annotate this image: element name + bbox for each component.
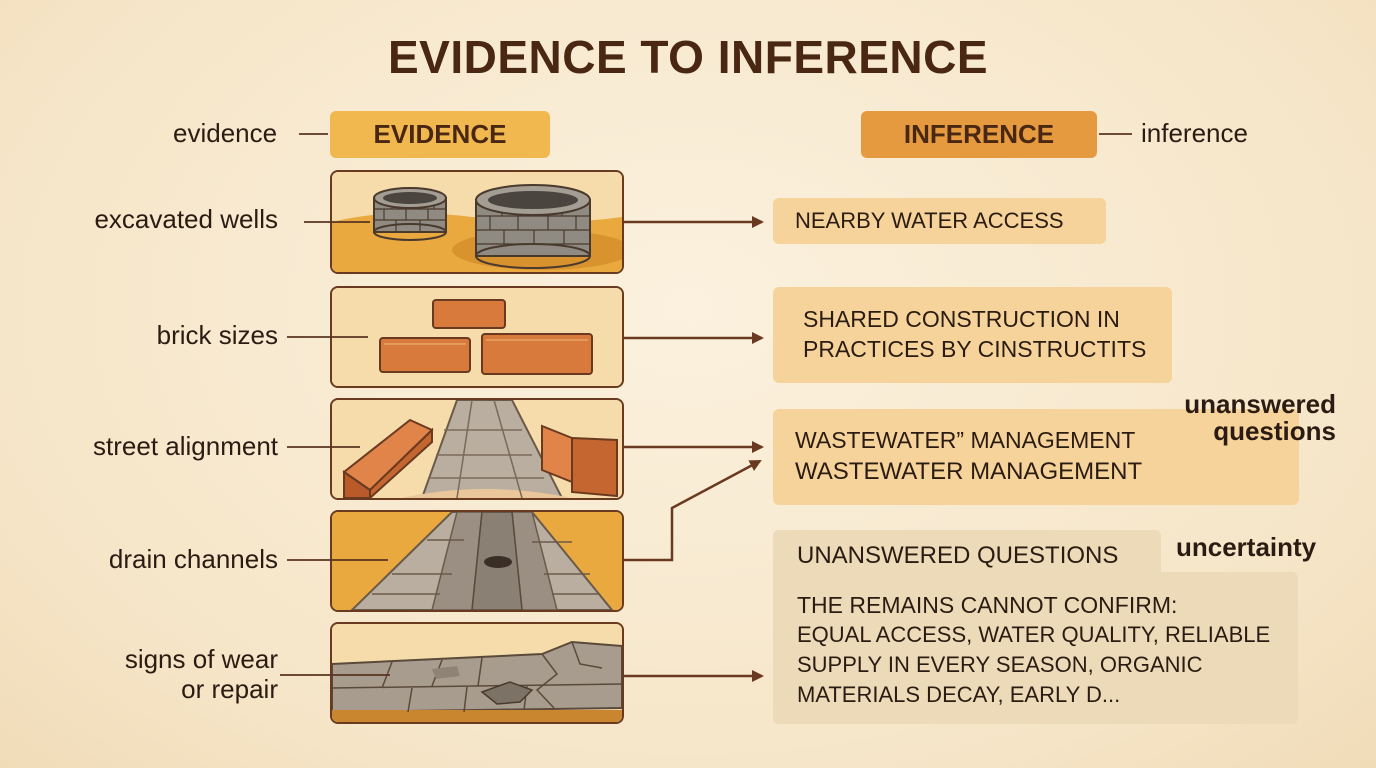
unanswered-questions-title: UNANSWERED QUESTIONS (797, 542, 1119, 569)
annotation-unanswered-questions: unanswered questions (1160, 391, 1336, 445)
arrow-drain (624, 459, 762, 562)
annotation-uncertainty: uncertainty (1176, 532, 1317, 562)
uq-line4: MATERIALS DECAY, EARLY D... (797, 682, 1121, 707)
inference-water-access: NEARBY WATER ACCESS (773, 198, 1106, 244)
evidence-side-label: evidence (173, 118, 278, 148)
inference-shared-construction: SHARED CONSTRUCTION IN PRACTICES BY CINS… (773, 287, 1172, 383)
unanswered-questions-box (773, 572, 1298, 724)
label-street-alignment: street alignment (93, 431, 278, 461)
label-signs-of-wear: signs of wear or repair (125, 644, 278, 704)
inference-wastewater-management: WASTEWATER” MANAGEMENT WASTEWATER MANAGE… (773, 409, 1299, 505)
panel-bricks-illustration (330, 286, 624, 388)
inference-side-label: inference (1141, 118, 1248, 148)
uq-line2: EQUAL ACCESS, WATER QUALITY, RELIABLE (797, 622, 1271, 647)
inference-water-text: NEARBY WATER ACCESS (795, 207, 1064, 233)
panel-wells-illustration (330, 170, 624, 274)
inference-construction-line2: PRACTICES BY CINSTRUCTITS (803, 336, 1147, 362)
label-drain-channels: drain channels (108, 544, 278, 574)
label-signs-of-wear-line1: signs of wear (124, 644, 278, 674)
unanswered-questions-text: THE REMAINS CANNOT CONFIRM: EQUAL ACCESS… (797, 590, 1297, 710)
label-signs-of-wear-line2: or repair (181, 674, 278, 704)
annotation-unanswered-line1: unanswered (1184, 389, 1336, 419)
page-title: EVIDENCE TO INFERENCE (387, 31, 989, 83)
evidence-header: EVIDENCE (330, 111, 550, 158)
annotation-unanswered-line2: questions (1213, 416, 1336, 446)
panel-street-illustration (330, 398, 624, 500)
label-brick-sizes: brick sizes (156, 320, 278, 350)
inference-construction-line1: SHARED CONSTRUCTION IN (803, 306, 1120, 333)
uq-line3: SUPPLY IN EVERY SEASON, ORGANIC (797, 652, 1203, 677)
panel-drain-illustration (330, 510, 624, 612)
inference-header: INFERENCE (861, 111, 1097, 158)
uq-line1: THE REMAINS CANNOT CONFIRM: (797, 592, 1178, 618)
label-excavated-wells: excavated wells (94, 204, 278, 234)
inference-wastewater-line2: WASTEWATER MANAGEMENT (795, 458, 1143, 486)
panel-wear-illustration (330, 622, 624, 724)
inference-wastewater-line1: WASTEWATER” MANAGEMENT (795, 427, 1136, 454)
